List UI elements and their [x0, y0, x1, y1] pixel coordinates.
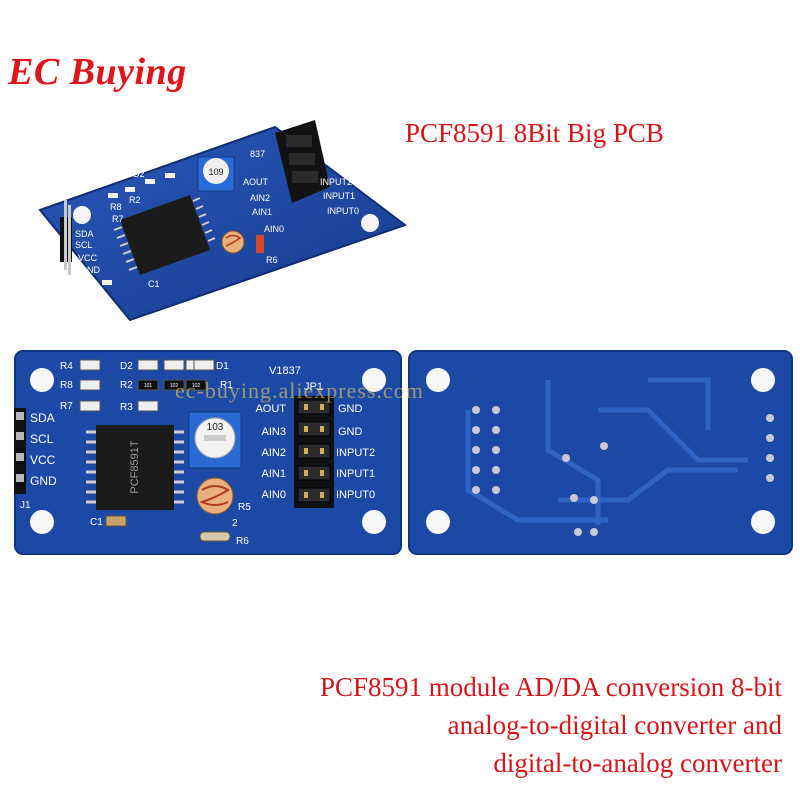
label-r5: R5 — [238, 502, 251, 513]
pot-label: 103 — [207, 422, 224, 433]
label-r3: R3 — [120, 402, 133, 413]
label-r1: R1 — [220, 380, 233, 391]
capacitor-c1 — [105, 515, 127, 527]
label-input1: INPUT1 — [336, 468, 375, 480]
pcf8591-chip: PCF8591T — [86, 425, 184, 510]
mount-hole — [73, 206, 91, 224]
label-input0: INPUT0 — [336, 489, 375, 501]
label-r6: R6 — [236, 536, 249, 547]
angled-thermistor — [256, 235, 264, 253]
angled-label-aout: AOUT — [243, 177, 269, 187]
label-aout: AOUT — [255, 403, 286, 415]
angled-chip — [113, 195, 216, 275]
label-d2: D2 — [120, 361, 133, 372]
angled-pin-header — [60, 200, 72, 275]
angled-label-j1: J1 — [82, 287, 92, 297]
label-ain3: AIN3 — [262, 426, 286, 438]
label-vcc: VCC — [30, 453, 56, 467]
mount-hole — [362, 368, 386, 392]
angled-board-photo: 109 SDA SCL VCC GND AOUT AIN2 AIN1 AIN0 … — [38, 120, 408, 322]
mount-hole — [751, 368, 775, 392]
angled-label-input2: INPUT2 — [320, 177, 352, 187]
product-headline: PCF8591 8Bit Big PCB — [405, 118, 664, 148]
mount-hole — [361, 214, 379, 232]
brand-logo: EC Buying — [8, 51, 187, 93]
label-ain2: AIN2 — [262, 447, 286, 459]
angled-label-ain2: AIN2 — [250, 193, 270, 203]
label-jp1: JP1 — [304, 381, 323, 393]
jumper-block — [294, 396, 334, 508]
front-board-photo: SDA SCL VCC GND J1 R4 R8 R7 D2 R2 R3 D1 … — [14, 350, 402, 555]
angled-smd-parts — [102, 173, 175, 285]
label-r7: R7 — [60, 401, 73, 412]
label-r4: R4 — [60, 361, 73, 372]
smd-code: 102 — [192, 383, 201, 389]
label-sda: SDA — [30, 411, 55, 425]
angled-label-scl: SCL — [75, 240, 93, 250]
angled-label-version: 837 — [250, 149, 265, 159]
angled-label-input0: INPUT0 — [327, 206, 359, 216]
label-r2: R2 — [120, 380, 133, 391]
angled-label-ain1: AIN1 — [252, 207, 272, 217]
angled-label-d2: D2 — [133, 169, 145, 179]
mount-hole — [426, 510, 450, 534]
angled-label-c1: C1 — [148, 279, 160, 289]
label-c1: C1 — [90, 517, 103, 528]
angled-label-sda: SDA — [75, 229, 94, 239]
label-pin-two: 2 — [232, 518, 238, 529]
smd-components — [79, 359, 215, 412]
back-board-photo — [408, 350, 793, 555]
mount-hole — [426, 368, 450, 392]
label-input2: INPUT2 — [336, 447, 375, 459]
label-j1: J1 — [20, 500, 31, 511]
chip-label: PCF8591T — [129, 440, 141, 493]
caption-line-1: PCF8591 module AD/DA conversion 8-bit — [319, 672, 782, 702]
label-gnd: GND — [30, 474, 57, 488]
photoresistor — [196, 477, 234, 515]
angled-label-r6: R6 — [266, 255, 278, 265]
angled-pcb — [38, 125, 408, 322]
angled-label-vcc: VCC — [78, 253, 98, 263]
angled-potentiometer: 109 — [197, 156, 235, 192]
product-caption: PCF8591 module AD/DA conversion 8-bit an… — [82, 668, 782, 782]
label-ain1: AIN1 — [262, 468, 286, 480]
pin-header-j1 — [14, 408, 26, 494]
label-gnd-out-1: GND — [338, 403, 363, 415]
label-version: V1837 — [269, 365, 301, 377]
angled-photoresistor — [221, 230, 245, 254]
caption-line-2: analog-to-digital converter and — [447, 710, 782, 740]
angled-jumper-block — [275, 120, 330, 203]
label-ain0: AIN0 — [262, 489, 286, 501]
potentiometer: 103 — [188, 411, 242, 469]
angled-pot-label: 109 — [208, 167, 223, 177]
mount-hole — [30, 368, 54, 392]
label-scl: SCL — [30, 432, 54, 446]
label-gnd-out-2: GND — [338, 426, 363, 438]
smd-code: 101 — [144, 383, 153, 389]
caption-line-3: digital-to-analog converter — [493, 748, 782, 778]
back-pcb — [408, 350, 793, 555]
angled-label-r7: R7 — [112, 214, 124, 224]
label-r8: R8 — [60, 380, 73, 391]
angled-label-r8: R8 — [110, 202, 122, 212]
label-d1: D1 — [216, 361, 229, 372]
mount-hole — [30, 510, 54, 534]
angled-label-gnd: GND — [80, 265, 101, 275]
angled-label-input1: INPUT1 — [323, 191, 355, 201]
angled-label-r2: R2 — [129, 195, 141, 205]
mount-hole — [751, 510, 775, 534]
thermistor — [199, 531, 231, 542]
mount-hole — [362, 510, 386, 534]
watermark-text: ec-buying.aliexpress.com — [175, 378, 424, 403]
angled-label-ain0: AIN0 — [264, 224, 284, 234]
solder-pads — [472, 406, 774, 536]
smd-code: 102 — [170, 383, 179, 389]
